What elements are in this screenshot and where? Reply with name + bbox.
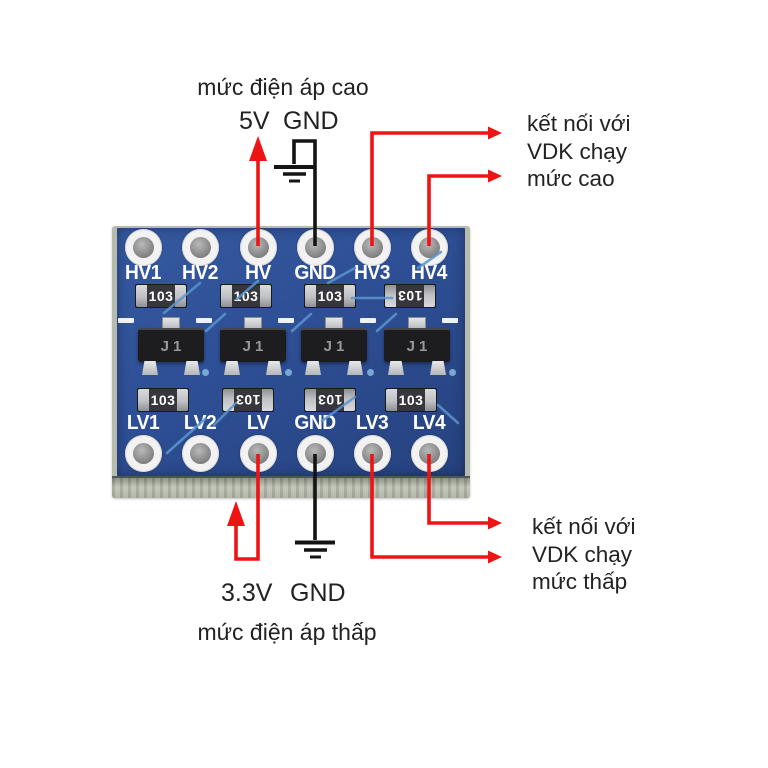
supply-3v3-label: 3.3V: [221, 579, 273, 607]
silkscreen-lv4: LV4: [412, 412, 446, 434]
pin-gnd-top: [297, 229, 334, 266]
gnd-top-label: GND: [283, 107, 339, 135]
silkscreen-hv2: HV2: [182, 262, 218, 284]
transistor-leg: [388, 361, 404, 375]
resistor-103: 103: [384, 284, 436, 308]
transistor-leg: [430, 361, 446, 375]
silkscreen-mark: [196, 318, 212, 323]
silkscreen-lv3: LV3: [355, 412, 389, 434]
arrow-right-hv4-icon: [488, 169, 502, 183]
resistor-103: 103: [135, 284, 187, 308]
silkscreen-lv2: LV2: [183, 412, 217, 434]
resistor-103: 103: [220, 284, 272, 308]
right-top-note-line3: mức cao: [527, 166, 615, 191]
right-bottom-note-line3: mức thấp: [532, 569, 628, 594]
transistor-label: J1: [406, 337, 432, 355]
silkscreen-mark: [118, 318, 134, 323]
resistor-label: 103: [150, 392, 176, 408]
right-bottom-note-line1: kết nối với: [532, 514, 636, 539]
right-top-note: kết nối với VDK chạy mức cao: [527, 110, 631, 193]
silkscreen-lv: LV: [246, 412, 270, 434]
resistor-label: 103: [317, 392, 343, 408]
resistor-103: 103: [304, 284, 356, 308]
level-shifter-board: HV1 HV2 HV GND HV3 HV4 103 103 103 103 J…: [112, 226, 470, 498]
arrow-up-5v-icon: [249, 136, 267, 161]
pin-hv2: [182, 229, 219, 266]
transistor-label: J1: [323, 337, 349, 355]
right-bottom-note: kết nối với VDK chạy mức thấp: [532, 513, 636, 596]
pin-lv3: [354, 435, 391, 472]
right-top-note-line2: VDK chạy: [527, 138, 628, 164]
transistor-j1: J1: [220, 328, 286, 362]
pin-hv3: [354, 229, 391, 266]
gnd-bottom-label: GND: [290, 579, 346, 607]
pin-lv: [240, 435, 277, 472]
pin-gnd-bottom: [297, 435, 334, 472]
arrow-right-lv4-icon: [488, 516, 502, 530]
supply-5v-label: 5V: [239, 107, 270, 135]
resistor-label: 103: [397, 288, 423, 304]
resistor-label: 103: [398, 392, 424, 408]
silkscreen-hv1: HV1: [125, 262, 161, 284]
right-top-note-line1: kết nối với: [527, 111, 631, 136]
transistor-j1: J1: [138, 328, 204, 362]
transistor-j1: J1: [384, 328, 450, 362]
silkscreen-gnd-bottom: GND: [294, 412, 336, 434]
silkscreen-hv3: HV3: [354, 262, 390, 284]
via-dot: [367, 369, 374, 376]
silkscreen-mark: [442, 318, 458, 323]
pin-lv2: [182, 435, 219, 472]
resistor-label: 103: [317, 288, 343, 304]
resistor-103: 103: [222, 388, 274, 412]
transistor-leg: [224, 361, 240, 375]
low-voltage-title: mức điện áp thấp: [197, 619, 377, 645]
resistor-103: 103: [304, 388, 356, 412]
pin-hv4: [411, 229, 448, 266]
pin-lv4: [411, 435, 448, 472]
pin-lv1: [125, 435, 162, 472]
transistor-leg: [184, 361, 200, 375]
high-voltage-title: mức điện áp cao: [197, 74, 369, 100]
via-dot: [449, 369, 456, 376]
resistor-label: 103: [148, 288, 174, 304]
resistor-label: 103: [233, 288, 259, 304]
pin-hv: [240, 229, 277, 266]
transistor-leg: [266, 361, 282, 375]
resistor-label: 103: [235, 392, 261, 408]
transistor-leg: [347, 361, 363, 375]
arrow-right-hv3-icon: [488, 126, 502, 140]
pcb-bottom-edge: [112, 476, 470, 498]
pin-hv1: [125, 229, 162, 266]
transistor-leg: [305, 361, 321, 375]
silkscreen-lv1: LV1: [126, 412, 160, 434]
transistor-j1: J1: [301, 328, 367, 362]
silkscreen-mark: [360, 318, 376, 323]
transistor-leg: [142, 361, 158, 375]
via-dot: [285, 369, 292, 376]
silkscreen-mark: [278, 318, 294, 323]
via-dot: [202, 369, 209, 376]
transistor-label: J1: [160, 337, 186, 355]
arrow-right-lv3-icon: [488, 550, 502, 564]
resistor-103: 103: [137, 388, 189, 412]
resistor-103: 103: [385, 388, 437, 412]
arrow-up-3v3-icon: [227, 501, 245, 526]
silkscreen-hv: HV: [245, 262, 271, 284]
silkscreen-gnd-top: GND: [294, 262, 336, 284]
transistor-label: J1: [242, 337, 268, 355]
silkscreen-hv4: HV4: [411, 262, 447, 284]
right-bottom-note-line2: VDK chạy: [532, 541, 633, 567]
